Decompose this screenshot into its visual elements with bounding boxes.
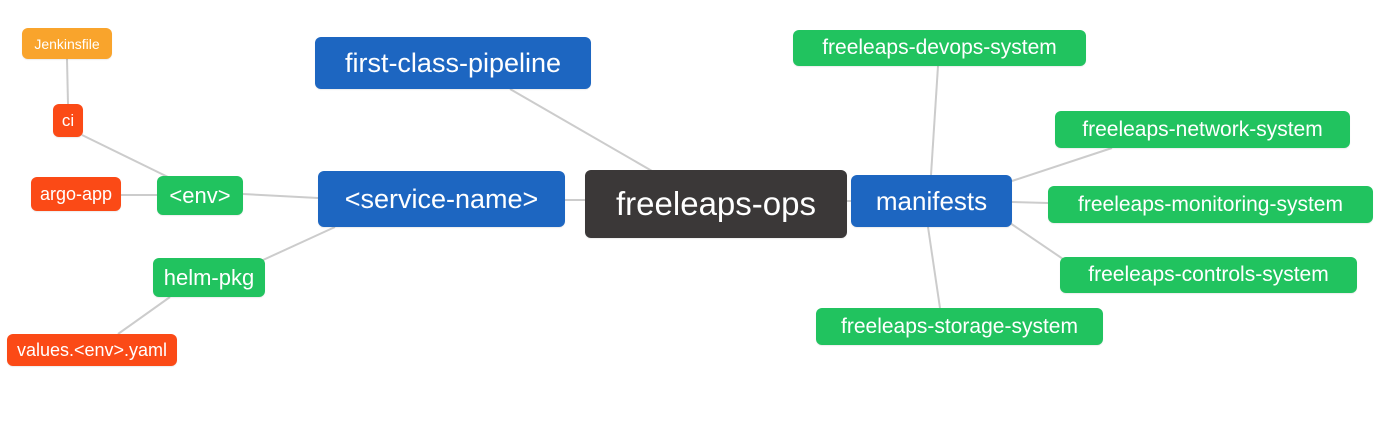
edge-manifests-to-freeleaps-devops-system <box>930 65 939 176</box>
edge-manifests-to-freeleaps-monitoring-system <box>1011 201 1049 204</box>
mindmap-node-manifests[interactable]: manifests <box>851 175 1012 227</box>
edge-helm-pkg-to-values-env-yaml <box>117 296 171 335</box>
node-label-ci: ci <box>61 110 75 130</box>
mindmap-node-freeleaps-controls-system[interactable]: freeleaps-controls-system <box>1060 257 1357 293</box>
node-label-freeleaps-network-system: freeleaps-network-system <box>1082 117 1323 141</box>
mindmap-node-argo-app[interactable]: argo-app <box>31 177 121 211</box>
node-label-first-class-pipeline: first-class-pipeline <box>344 47 562 78</box>
mindmap-node-ci[interactable]: ci <box>53 104 83 137</box>
node-label-freeleaps-storage-system: freeleaps-storage-system <box>841 314 1078 338</box>
mindmap-node-service-name[interactable]: <service-name> <box>318 171 565 227</box>
mindmap-node-helm-pkg[interactable]: helm-pkg <box>153 258 265 297</box>
mindmap-node-freeleaps-storage-system[interactable]: freeleaps-storage-system <box>816 308 1103 345</box>
node-label-freeleaps-controls-system: freeleaps-controls-system <box>1088 263 1329 286</box>
mindmap-node-freeleaps-monitoring-system[interactable]: freeleaps-monitoring-system <box>1048 186 1373 223</box>
edge-jenkinsfile-to-ci <box>66 58 69 105</box>
node-label-service-name: <service-name> <box>344 183 539 214</box>
node-label-manifests: manifests <box>875 185 988 216</box>
node-label-helm-pkg: helm-pkg <box>163 264 255 290</box>
mindmap-node-freeleaps-ops[interactable]: freeleaps-ops <box>585 170 847 238</box>
node-label-freeleaps-monitoring-system: freeleaps-monitoring-system <box>1078 192 1343 216</box>
mindmap-node-freeleaps-devops-system[interactable]: freeleaps-devops-system <box>793 30 1086 66</box>
node-label-argo-app: argo-app <box>39 183 113 204</box>
edge-service-name-to-helm-pkg <box>262 226 336 261</box>
mindmap-node-env[interactable]: <env> <box>157 176 243 215</box>
mindmap-node-values-env-yaml[interactable]: values.<env>.yaml <box>7 334 177 366</box>
edge-manifests-to-freeleaps-network-system <box>1011 147 1113 182</box>
mindmap-node-freeleaps-network-system[interactable]: freeleaps-network-system <box>1055 111 1350 148</box>
mindmap-node-jenkinsfile[interactable]: Jenkinsfile <box>22 28 112 59</box>
edge-ci-to-env <box>81 134 171 179</box>
edge-manifests-to-freeleaps-storage-system <box>927 226 941 309</box>
node-label-freeleaps-ops: freeleaps-ops <box>616 185 816 222</box>
node-label-values-env-yaml: values.<env>.yaml <box>16 339 168 360</box>
edge-first-class-pipeline-to-freeleaps-ops <box>509 88 653 172</box>
node-label-env: <env> <box>169 182 231 208</box>
mindmap-node-first-class-pipeline[interactable]: first-class-pipeline <box>315 37 591 89</box>
node-label-freeleaps-devops-system: freeleaps-devops-system <box>822 36 1057 59</box>
edge-manifests-to-freeleaps-controls-system <box>1009 222 1064 260</box>
node-label-jenkinsfile: Jenkinsfile <box>34 35 100 52</box>
edge-env-to-service-name <box>242 193 319 199</box>
